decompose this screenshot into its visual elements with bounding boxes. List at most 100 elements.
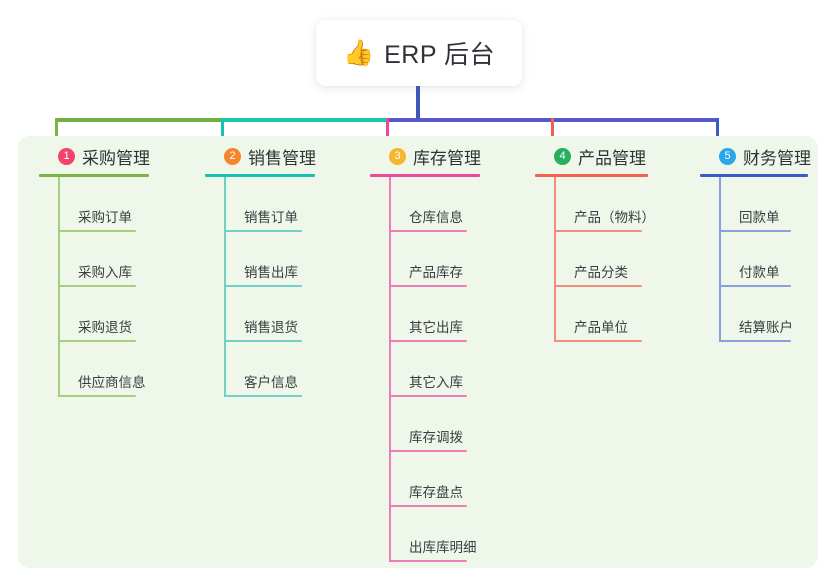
column-spine-1 — [58, 177, 60, 397]
leaf-rule — [224, 285, 302, 287]
column-header-rule-5 — [700, 174, 808, 177]
trunk-drop-5 — [716, 118, 719, 152]
leaf-label: 库存盘点 — [409, 485, 463, 500]
column-spine-2 — [224, 177, 226, 397]
leaf-label: 销售订单 — [244, 210, 298, 225]
leaf-rule — [389, 450, 467, 452]
leaf-label: 销售出库 — [244, 265, 298, 280]
column-1: 1 采购管理采购订单采购入库采购退货供应商信息 — [38, 143, 188, 397]
leaf-rule — [389, 505, 467, 507]
column-title-1: 采购管理 — [82, 148, 150, 168]
leaf-rule — [389, 560, 467, 562]
leaf-label: 产品分类 — [574, 265, 628, 280]
leaf-node[interactable]: 销售出库 — [224, 232, 354, 287]
leaf-node[interactable]: 产品单位 — [554, 287, 684, 342]
leaf-label: 采购订单 — [78, 210, 132, 225]
leaf-label: 库存调拨 — [409, 430, 463, 445]
leaf-node[interactable]: 回款单 — [719, 177, 839, 232]
leaf-rule — [224, 395, 302, 397]
leaf-node[interactable]: 销售订单 — [224, 177, 354, 232]
leaf-node[interactable]: 仓库信息 — [389, 177, 519, 232]
leaf-node[interactable]: 产品（物料） — [554, 177, 684, 232]
column-header-3[interactable]: 3 库存管理 — [369, 143, 519, 169]
root-node[interactable]: 👍 ERP 后台 — [316, 20, 522, 86]
column-title-4: 产品管理 — [578, 148, 646, 168]
leaf-node[interactable]: 库存调拨 — [389, 397, 519, 452]
leaf-node[interactable]: 采购退货 — [58, 287, 188, 342]
column-2: 2 销售管理销售订单销售出库销售退货客户信息 — [204, 143, 354, 397]
leaf-label: 产品库存 — [409, 265, 463, 280]
column-title-5: 财务管理 — [743, 148, 811, 168]
trunk-segment-green — [55, 118, 223, 122]
leaf-label: 产品（物料） — [574, 210, 655, 225]
column-items-3: 仓库信息产品库存其它出库其它入库库存调拨库存盘点出库库明细 — [369, 177, 519, 562]
column-items-2: 销售订单销售出库销售退货客户信息 — [204, 177, 354, 397]
leaf-label: 供应商信息 — [78, 375, 146, 390]
trunk-drop-2 — [221, 118, 224, 152]
leaf-label: 销售退货 — [244, 320, 298, 335]
leaf-node[interactable]: 客户信息 — [224, 342, 354, 397]
leaf-node[interactable]: 库存盘点 — [389, 452, 519, 507]
leaf-node[interactable]: 供应商信息 — [58, 342, 188, 397]
leaf-node[interactable]: 付款单 — [719, 232, 839, 287]
column-3: 3 库存管理仓库信息产品库存其它出库其它入库库存调拨库存盘点出库库明细 — [369, 143, 519, 562]
column-spine-5 — [719, 177, 721, 342]
trunk-drop-4 — [551, 118, 554, 152]
leaf-node[interactable]: 其它入库 — [389, 342, 519, 397]
leaf-node[interactable]: 采购入库 — [58, 232, 188, 287]
leaf-label: 采购入库 — [78, 265, 132, 280]
column-header-rule-3 — [370, 174, 480, 177]
column-title-3: 库存管理 — [413, 148, 481, 168]
leaf-label: 仓库信息 — [409, 210, 463, 225]
leaf-rule — [719, 285, 791, 287]
leaf-node[interactable]: 销售退货 — [224, 287, 354, 342]
leaf-node[interactable]: 其它出库 — [389, 287, 519, 342]
leaf-rule — [58, 285, 136, 287]
column-badge-2: 2 — [224, 147, 241, 165]
column-spine-3 — [389, 177, 391, 562]
leaf-label: 其它入库 — [409, 375, 463, 390]
leaf-rule — [58, 230, 136, 232]
column-spine-4 — [554, 177, 556, 342]
leaf-label: 回款单 — [739, 210, 780, 225]
leaf-label: 客户信息 — [244, 375, 298, 390]
leaf-label: 结算账户 — [739, 320, 793, 335]
leaf-node[interactable]: 出库库明细 — [389, 507, 519, 562]
root-title: ERP 后台 — [384, 41, 496, 69]
column-header-rule-4 — [535, 174, 648, 177]
column-items-1: 采购订单采购入库采购退货供应商信息 — [38, 177, 188, 397]
column-header-1[interactable]: 1 采购管理 — [38, 143, 188, 169]
leaf-rule — [554, 340, 642, 342]
leaf-rule — [554, 230, 642, 232]
leaf-rule — [389, 395, 467, 397]
leaf-rule — [719, 340, 791, 342]
column-header-rule-1 — [39, 174, 149, 177]
leaf-rule — [58, 340, 136, 342]
column-header-5[interactable]: 5 财务管理 — [699, 143, 839, 169]
leaf-rule — [389, 230, 467, 232]
diagram-panel — [18, 136, 818, 568]
column-title-2: 销售管理 — [248, 148, 316, 168]
column-badge-5: 5 — [719, 147, 736, 165]
leaf-node[interactable]: 采购订单 — [58, 177, 188, 232]
leaf-rule — [554, 285, 642, 287]
column-badge-3: 3 — [389, 147, 406, 165]
leaf-node[interactable]: 产品库存 — [389, 232, 519, 287]
thumbs-up-icon: 👍 — [342, 38, 375, 67]
leaf-label: 产品单位 — [574, 320, 628, 335]
leaf-label: 出库库明细 — [409, 540, 477, 555]
leaf-node[interactable]: 产品分类 — [554, 232, 684, 287]
leaf-node[interactable]: 结算账户 — [719, 287, 839, 342]
column-items-5: 回款单付款单结算账户 — [699, 177, 839, 342]
column-badge-1: 1 — [58, 147, 75, 165]
leaf-rule — [719, 230, 791, 232]
trunk-drop-1 — [55, 118, 58, 152]
leaf-rule — [389, 285, 467, 287]
leaf-rule — [58, 395, 136, 397]
leaf-label: 采购退货 — [78, 320, 132, 335]
column-header-2[interactable]: 2 销售管理 — [204, 143, 354, 169]
leaf-label: 付款单 — [739, 265, 780, 280]
root-stem — [416, 86, 420, 121]
